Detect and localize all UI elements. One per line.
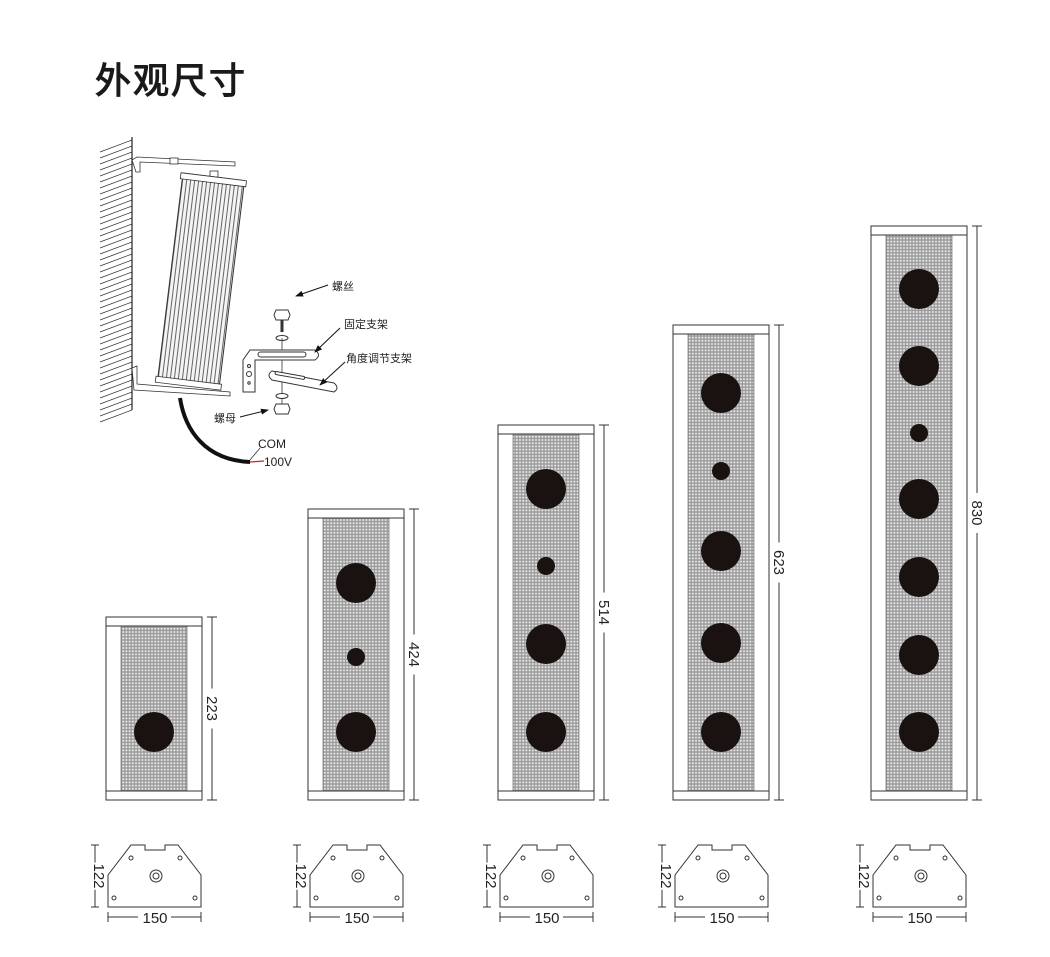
screw-hole — [177, 855, 183, 861]
screw-hole — [379, 855, 385, 861]
depth-dimension-label: 122 — [657, 863, 674, 888]
screw-hole — [394, 895, 400, 901]
mount-hole — [152, 872, 160, 880]
woofer-driver — [336, 563, 376, 603]
woofer-driver — [134, 712, 174, 752]
mount-hole — [544, 872, 552, 880]
width-dimension-label: 150 — [142, 910, 167, 927]
depth-dimension-label: 122 — [90, 863, 107, 888]
tweeter-driver — [712, 462, 730, 480]
mounting-illustration: COM 100V 螺丝 固定支架 角度调节支架 螺母 — [99, 137, 412, 469]
screw-hole — [192, 895, 198, 901]
mount-hole — [719, 872, 727, 880]
width-dimension-label: 150 — [709, 910, 734, 927]
cable — [178, 397, 251, 464]
tweeter-driver — [910, 424, 928, 442]
woofer-driver — [899, 712, 939, 752]
height-dimension-label: 830 — [968, 500, 985, 525]
woofer-driver — [701, 712, 741, 752]
height-dimension-label: 514 — [595, 600, 612, 625]
screw-hole — [695, 855, 701, 861]
bottom-wall-bracket — [131, 365, 231, 397]
speaker-front-view: 514 — [497, 424, 612, 801]
speaker-front-view: 623 — [672, 324, 787, 801]
woofer-driver — [899, 269, 939, 309]
width-dimension-label: 150 — [344, 910, 369, 927]
speaker-front-view: 424 — [307, 508, 422, 801]
speaker-front-view: 223 — [105, 616, 220, 801]
woofer-driver — [899, 479, 939, 519]
angle-bracket-label: 角度调节支架 — [346, 351, 412, 365]
tweeter-driver — [537, 557, 555, 575]
speaker-top-profile: 122 150 — [480, 844, 594, 927]
screw-hole — [313, 895, 319, 901]
100v-label: 100V — [264, 455, 292, 469]
nut-label: 螺母 — [214, 412, 236, 425]
screw-hole — [678, 895, 684, 901]
speaker-top-profile: 122 150 — [290, 844, 404, 927]
mount-hole — [917, 872, 925, 880]
mounted-speaker-body — [154, 172, 247, 391]
depth-dimension-label: 122 — [482, 863, 499, 888]
woofer-driver — [701, 373, 741, 413]
com-label: COM — [258, 437, 286, 451]
speaker-top-profile: 122 150 — [88, 844, 202, 927]
woofer-driver — [899, 557, 939, 597]
screw-hole — [957, 895, 963, 901]
depth-dimension-label: 122 — [292, 863, 309, 888]
depth-dimension-label: 122 — [855, 863, 872, 888]
nut-icon — [273, 403, 291, 415]
height-dimension-label: 424 — [405, 642, 422, 667]
screw-hole — [942, 855, 948, 861]
woofer-driver — [336, 712, 376, 752]
screw-hole — [111, 895, 117, 901]
page-title: 外观尺寸 — [95, 61, 248, 102]
width-dimension-label: 150 — [534, 910, 559, 927]
top-wall-bracket — [131, 156, 236, 173]
screw-hole — [893, 855, 899, 861]
woofer-driver — [526, 469, 566, 509]
screw-hole — [330, 855, 336, 861]
tweeter-driver — [347, 648, 365, 666]
wall-hatch — [99, 139, 133, 423]
screw-hole — [584, 895, 590, 901]
screw-hole — [876, 895, 882, 901]
woofer-driver — [899, 635, 939, 675]
screw-hole — [128, 855, 134, 861]
screw-hole — [569, 855, 575, 861]
height-dimension-label: 623 — [770, 550, 787, 575]
woofer-driver — [526, 712, 566, 752]
mount-hole — [354, 872, 362, 880]
screw-hole — [520, 855, 526, 861]
woofer-driver — [701, 623, 741, 663]
speaker-front-view: 830 — [870, 225, 985, 801]
screw-hole — [744, 855, 750, 861]
screw-hole — [759, 895, 765, 901]
fixed-bracket-label: 固定支架 — [344, 317, 388, 331]
screw-label: 螺丝 — [332, 280, 354, 293]
speaker-grille — [120, 625, 188, 792]
woofer-driver — [701, 531, 741, 571]
woofer-driver — [899, 346, 939, 386]
speaker-top-profile: 122 150 — [655, 844, 769, 927]
screw-hole — [503, 895, 509, 901]
height-dimension-label: 223 — [203, 696, 220, 721]
width-dimension-label: 150 — [907, 910, 932, 927]
woofer-driver — [526, 624, 566, 664]
speaker-top-profile: 122 150 — [853, 844, 967, 927]
